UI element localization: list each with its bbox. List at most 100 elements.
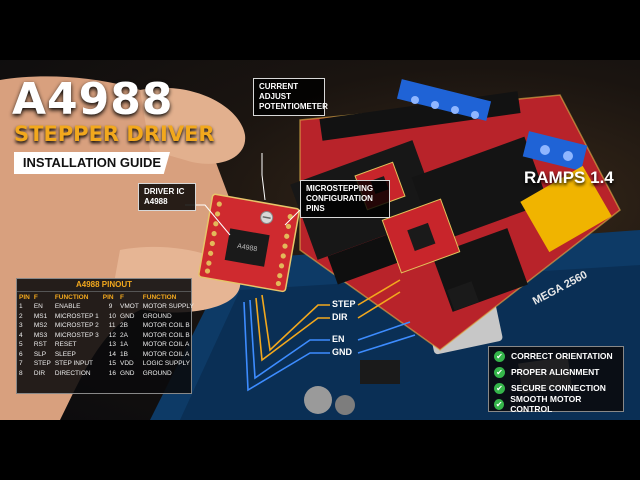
pinout-cell: SLEEP <box>54 350 76 358</box>
check-icon: ✔ <box>494 382 505 394</box>
pinout-cell: MOTOR COIL B <box>142 322 190 330</box>
pinout-cell: DIR <box>33 369 46 377</box>
pinout-cell: SLP <box>33 350 47 358</box>
hero-title: A4988 <box>12 74 174 125</box>
screw-terminals-blue <box>396 79 588 171</box>
checklist-panel: ✔CORRECT ORIENTATION ✔PROPER ALIGNMENT ✔… <box>488 346 624 414</box>
pinout-cell: ENABLE <box>54 303 81 311</box>
wire-en-out <box>357 321 411 341</box>
signal-gnd-label: GND <box>332 347 352 357</box>
checklist-text: SMOOTH MOTOR CONTROL <box>510 394 582 414</box>
pinout-cell: DIRECTION <box>54 369 91 377</box>
checklist-item: ✔CORRECT ORIENTATION <box>494 348 618 364</box>
checklist-text: SECURE CONNECTION <box>511 383 606 393</box>
pinout-header-row: PIN F FUNCTION PIN F FUNCTION <box>17 292 196 302</box>
power-connector-yellow <box>520 165 612 253</box>
checklist-item: ✔ SMOOTH MOTOR CONTROL <box>494 394 618 414</box>
pinout-header: F <box>33 293 38 301</box>
pinout-cell: GND <box>120 312 135 320</box>
pinout-cell: MOTOR COIL A <box>142 341 190 349</box>
a4988-module: A4988 <box>198 193 300 293</box>
callout-microstepping: MICROSTEPPING CONFIGURATION PINS <box>300 180 390 218</box>
a4988-chip <box>224 228 270 267</box>
hero-subtitle: STEPPER DRIVER <box>14 122 215 146</box>
pinout-cell: STEP INPUT <box>54 360 93 368</box>
pinout-header: PIN <box>102 293 114 301</box>
pinout-cell: MOTOR COIL B <box>142 331 190 339</box>
pinout-cell: MICROSTEP 3 <box>54 331 99 339</box>
pinout-cell: MS3 <box>33 331 48 339</box>
callout-driver-line2: A4988 <box>144 197 168 206</box>
pinout-cell: STEP <box>33 360 51 368</box>
pinout-cell: VMOT <box>120 303 139 311</box>
pinout-cell: GROUND <box>142 369 172 377</box>
pinout-panel: A4988 PINOUT PIN F FUNCTION PIN F FUNCTI… <box>16 278 194 394</box>
pinout-cell: 1 <box>19 303 23 311</box>
wire-step <box>261 294 330 352</box>
letterbox-top <box>0 0 640 60</box>
callout-current-line1: CURRENT <box>259 82 299 91</box>
chip-label: A4988 <box>236 243 257 253</box>
pinout-cell: MICROSTEP 2 <box>54 322 99 330</box>
signal-step-label: STEP <box>332 299 356 309</box>
checklist-text: CORRECT ORIENTATION <box>511 351 613 361</box>
pinout-cell: 9 <box>108 303 113 311</box>
wire-gnd <box>243 301 330 392</box>
pinout-cell: RST <box>33 341 47 349</box>
pinout-cell: 16 <box>108 369 117 377</box>
pinout-cell: 2B <box>120 322 128 330</box>
pinout-cell: 6 <box>19 350 23 358</box>
callout-current-line3: POTENTIOMETER <box>259 102 328 111</box>
pinout-title: A4988 PINOUT <box>17 279 191 292</box>
signal-wires <box>243 279 416 392</box>
pinout-cell: 13 <box>108 341 117 349</box>
checklist-text: PROPER ALIGNMENT <box>511 367 600 377</box>
pinout-header: PIN <box>19 293 30 301</box>
pinout-cell: 15 <box>108 360 117 368</box>
callout-driver-line1: DRIVER IC <box>144 187 185 196</box>
callout-micro-line1: MICROSTEPPING <box>306 184 374 193</box>
pinout-cell: 3 <box>19 322 23 330</box>
check-icon: ✔ <box>494 366 505 378</box>
finger <box>140 87 246 164</box>
ramps-label: RAMPS 1.4 <box>524 168 614 187</box>
pinout-cell: MS2 <box>33 322 48 330</box>
callout-driver-ic: DRIVER IC A4988 <box>138 183 196 211</box>
callout-micro-line2: CONFIGURATION <box>306 194 373 203</box>
callout-micro-line3: PINS <box>306 204 325 213</box>
pinout-cell: VDD <box>120 360 134 368</box>
wire-dir-out <box>357 291 401 319</box>
pinout-cell: 1B <box>120 350 128 358</box>
pinout-cell: MOTOR SUPPLY <box>142 303 194 311</box>
checklist-item: ✔ PROPER ALIGNMENT <box>494 364 618 380</box>
pinout-header: FUNCTION <box>142 293 177 301</box>
check-icon: ✔ <box>494 398 505 410</box>
pinout-cell: 2A <box>120 331 128 339</box>
pinout-table: PIN F FUNCTION PIN F FUNCTION 1 EN ENABLE 9… <box>17 292 196 378</box>
pinout-cell: MOTOR COIL A <box>142 350 190 358</box>
pinout-cell: EN <box>33 303 43 311</box>
pinout-cell: 8 <box>19 369 23 377</box>
signal-en-label: EN <box>332 334 345 344</box>
pinout-cell: GND <box>120 369 135 377</box>
pinout-header: FUNCTION <box>54 293 89 301</box>
checklist-item: ✔ SECURE CONNECTION <box>494 380 618 396</box>
guide-banner: INSTALLATION GUIDE <box>14 152 170 174</box>
pinout-cell: LOGIC SUPPLY <box>142 360 190 368</box>
photo-scene: MEGA 2560 <box>0 60 640 420</box>
wire-dir <box>255 297 330 362</box>
signal-dir-label: DIR <box>332 312 348 322</box>
wire-step-out <box>357 279 401 306</box>
pinout-cell: MS1 <box>33 312 48 320</box>
pinout-header: F <box>120 293 124 301</box>
pinout-cell: MICROSTEP 1 <box>54 312 99 320</box>
pinout-cell: 12 <box>108 331 117 339</box>
pinout-cell: 14 <box>108 350 117 358</box>
